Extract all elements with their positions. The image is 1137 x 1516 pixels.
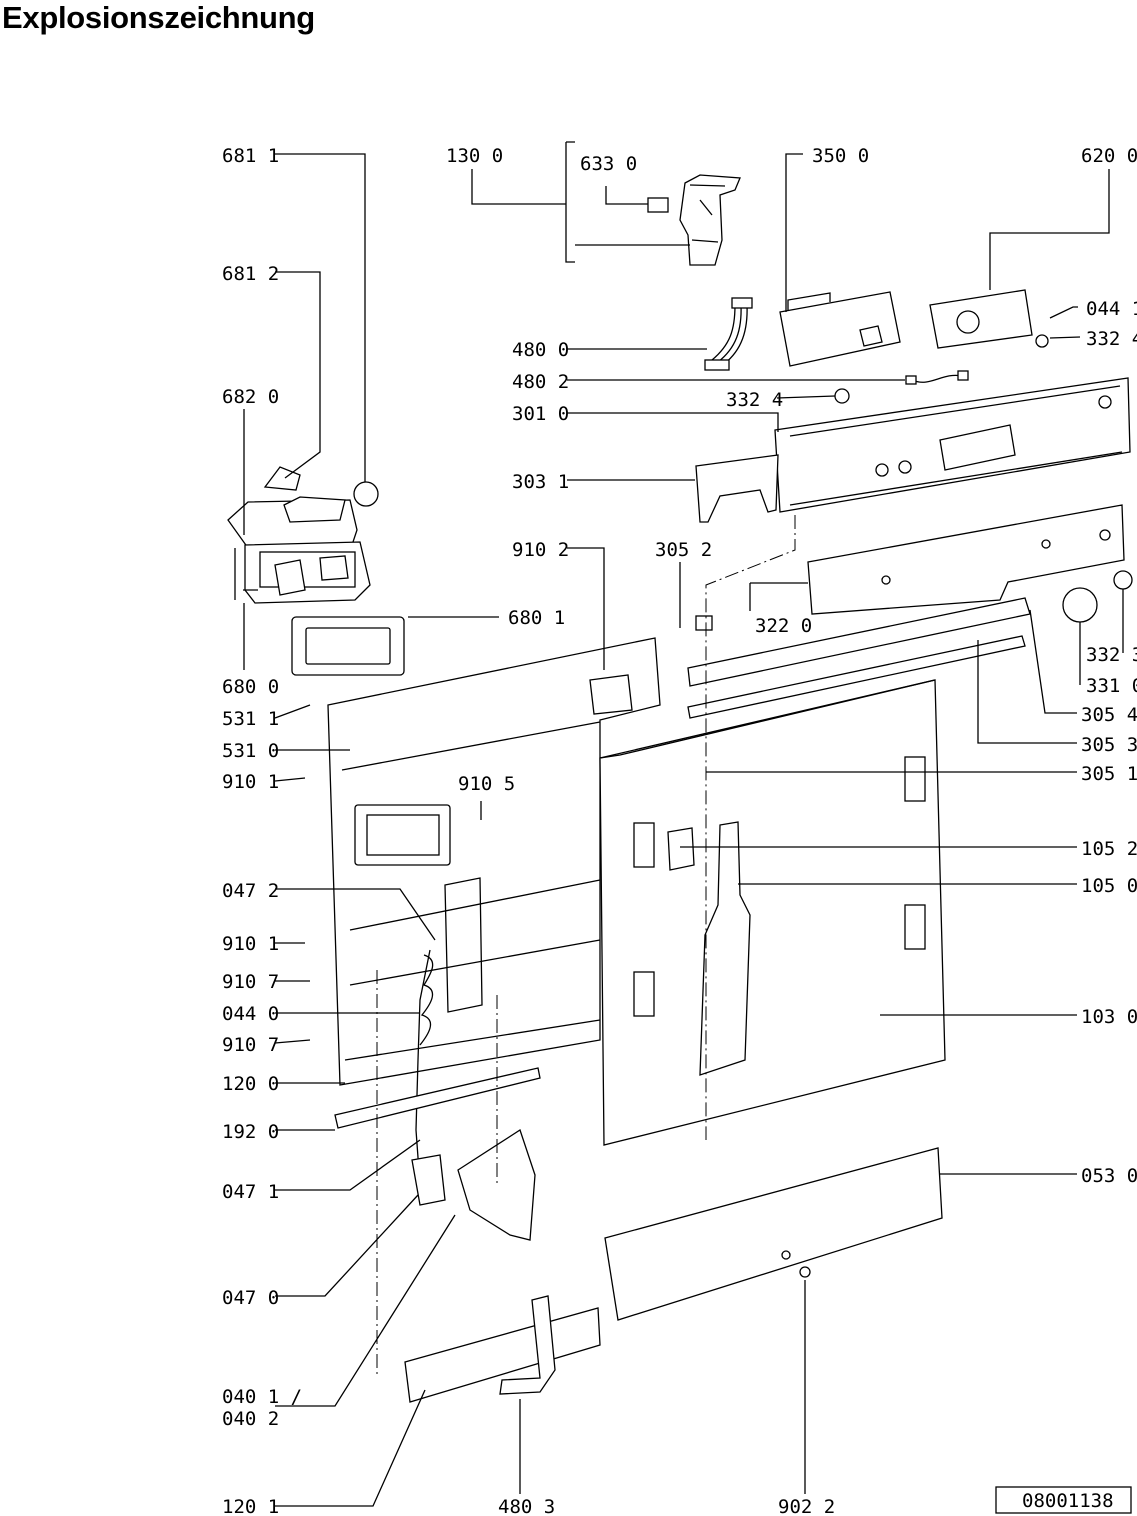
part-label: 350 0 [812,145,869,167]
part-label: 680 1 [508,607,565,629]
part-label: 305 4 [1081,704,1137,726]
part-label: 053 0 [1081,1165,1137,1187]
handle-480-3-drawing [499,1295,556,1395]
part-label: 681 2 [222,263,279,285]
part-label: 303 1 [512,471,569,493]
part-label: 047 2 [222,880,279,902]
part-label: 332 4 [726,389,783,411]
part-label: 480 3 [498,1496,555,1516]
knob-331-0-drawing [1062,587,1098,623]
part-label: 130 0 [446,145,503,167]
part-label: 682 0 [222,386,279,408]
part-label: 332 3 [1086,644,1137,666]
part-label: 680 0 [222,676,279,698]
part-label: 910 1 [222,771,279,793]
part-label: 105 2 [1081,838,1137,860]
door-latch-drawing [647,174,741,266]
leader-lines [243,141,1124,1507]
part-label: 633 0 [580,153,637,175]
inner-door-panel-drawing [327,637,661,1086]
part-drawings [227,174,1133,1403]
part-number-labels: 681 1 681 2 682 0 680 0 531 1 531 0 910 … [222,145,1137,1516]
drawing-number: 08001138 [1022,1490,1114,1512]
part-label: 047 1 [222,1181,279,1203]
part-label: 910 7 [222,1034,279,1056]
part-label: 305 3 [1081,734,1137,756]
dispenser-assembly-drawing [227,466,405,676]
part-label: 531 1 [222,708,279,730]
kick-panel-drawing [604,1147,943,1321]
part-label: 192 0 [222,1121,279,1143]
outer-door-drawing [599,679,946,1146]
timer-drawing [929,289,1049,349]
part-label: 910 5 [458,773,515,795]
part-label: 044 1 [1086,298,1137,320]
strip-192-0-drawing [334,1067,541,1129]
knob-332-4-drawing [834,388,850,404]
hinge-drawing [411,1154,446,1206]
spring-drawing [415,949,431,1186]
part-label: 040 2 [222,1408,279,1430]
part-label: 047 0 [222,1287,279,1309]
page-title: Explosionszeichnung [2,0,315,35]
part-label: 480 0 [512,339,569,361]
cable-480-2-drawing [911,374,963,383]
part-label: 332 4 [1086,328,1137,350]
part-label: 910 2 [512,539,569,561]
knob-332-3-drawing [1113,570,1133,590]
part-label: 120 1 [222,1496,279,1516]
part-label: 480 2 [512,371,569,393]
part-label: 531 0 [222,740,279,762]
part-label: 620 0 [1081,145,1137,167]
part-label: 331 0 [1086,675,1137,697]
part-label: 103 0 [1081,1006,1137,1028]
part-label: 322 0 [755,615,812,637]
drawing-number-box: 08001138 [995,1486,1132,1514]
harness-drawing [704,297,753,371]
part-label: 681 1 [222,145,279,167]
control-panel-drawing [774,377,1131,513]
electronic-module-drawing [779,291,901,367]
part-label: 040 1 / [222,1386,302,1408]
part-label: 305 2 [655,539,712,561]
part-label: 044 0 [222,1003,279,1025]
part-label: 305 1 [1081,763,1137,785]
part-label: 910 1 [222,933,279,955]
part-label: 301 0 [512,403,569,425]
part-label: 910 7 [222,971,279,993]
bracket-303-1-drawing [695,454,779,523]
part-label: 120 0 [222,1073,279,1095]
part-label: 105 0 [1081,875,1137,897]
panel-insert-drawing [807,504,1125,615]
part-label: 902 2 [778,1496,835,1516]
